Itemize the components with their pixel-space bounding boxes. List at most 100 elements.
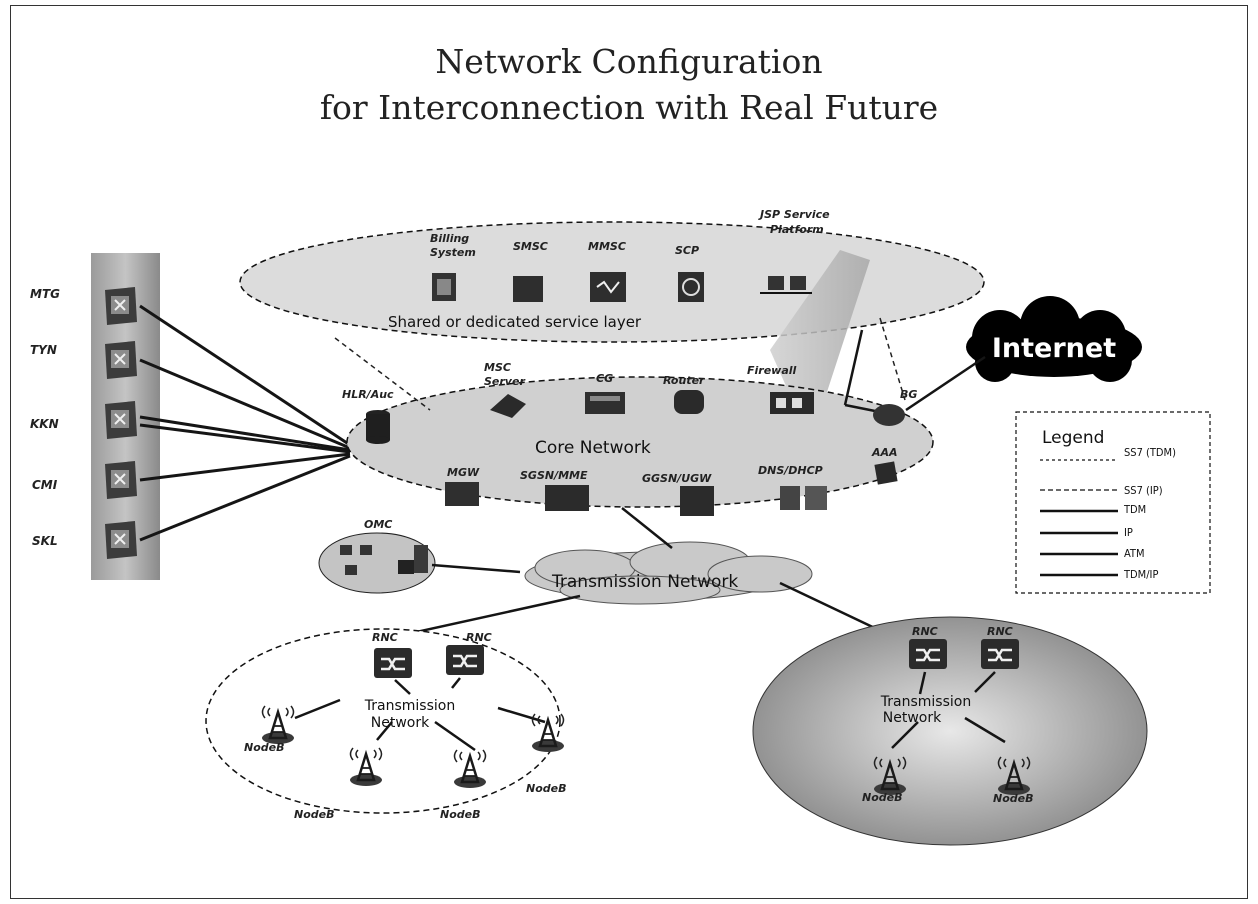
bg-label: BG xyxy=(900,388,917,401)
site-link-tyn xyxy=(139,358,351,450)
legend-lines xyxy=(1040,459,1118,577)
left-rnc-link-2 xyxy=(451,677,461,689)
billing-system-screen xyxy=(437,279,451,295)
hlr-auc-label: HLR/Auc xyxy=(342,388,394,401)
site-links xyxy=(139,304,351,542)
right-access-links xyxy=(891,671,1006,749)
left-transmission-label-2: Network xyxy=(371,715,430,731)
cg-icon xyxy=(585,392,625,414)
service-core-link xyxy=(334,337,431,411)
mgw-icon xyxy=(445,482,479,506)
firewall-label: Firewall xyxy=(747,364,797,377)
right-nodeb-label-1: NodeB xyxy=(862,791,902,804)
right-rnc-link-2 xyxy=(974,671,996,693)
jsp-platform-label: Platform xyxy=(770,223,824,236)
site-link-kkn-2 xyxy=(139,423,351,454)
legend-label-ss7-ip: SS7 (IP) xyxy=(1124,484,1163,497)
firewall-icon-slot-2 xyxy=(792,398,802,408)
msc-label: MSC xyxy=(484,361,511,374)
left-rnc-label-1: RNC xyxy=(372,631,398,644)
omc-computer-2 xyxy=(360,545,372,555)
sgsn-mme-label: SGSN/MME xyxy=(520,469,588,482)
omc-computer-1 xyxy=(340,545,352,555)
site-mtg-icon xyxy=(104,286,138,326)
hlr-auc-icon xyxy=(366,414,390,440)
firewall-icon-slot-1 xyxy=(776,398,786,408)
left-nodeb-link-2 xyxy=(376,721,393,741)
right-rnc-label-1: RNC xyxy=(912,625,938,638)
omc-server xyxy=(414,545,428,573)
dns-dhcp-icon-2 xyxy=(805,486,827,510)
transmission-cloud xyxy=(524,541,813,605)
core-network-label: Core Network xyxy=(535,438,651,458)
legend-label-tdm-ip: TDM/IP xyxy=(1123,568,1158,581)
jsp-server-icon-2 xyxy=(790,276,806,290)
core-transmission-link xyxy=(621,507,673,549)
omc-computer-3 xyxy=(345,565,357,575)
dns-dhcp-label: DNS/DHCP xyxy=(758,464,823,477)
internet-cloud xyxy=(966,296,1142,382)
left-rnc-icon-2 xyxy=(444,643,486,677)
site-label-skl: SKL xyxy=(32,534,58,548)
internet-cloud-lobe-4 xyxy=(1088,338,1132,382)
aaa-label: AAA xyxy=(871,446,898,459)
legend-label-ip: IP xyxy=(1124,526,1133,539)
left-rnc-label-2: RNC xyxy=(466,631,492,644)
left-nodeb-label-1: NodeB xyxy=(244,741,284,754)
right-rnc-icon-1 xyxy=(907,637,949,671)
transmission-network-label: Transmission Network xyxy=(551,572,738,592)
smsc-icon xyxy=(513,276,543,302)
router-label: Router xyxy=(663,374,705,387)
left-nodeb-label-3: NodeB xyxy=(440,808,480,821)
legend-label-tdm: TDM xyxy=(1123,503,1146,516)
right-nodeb-link-1 xyxy=(891,721,919,749)
site-label-tyn: TYN xyxy=(30,343,57,357)
scp-label: SCP xyxy=(675,244,699,257)
internet-cloud-lobe-5 xyxy=(975,342,1015,382)
right-nodeb-label-2: NodeB xyxy=(993,792,1033,805)
left-nodeb-link-3 xyxy=(434,720,476,752)
firewall-bg-link xyxy=(844,403,881,414)
mmsc-label: MMSC xyxy=(588,240,626,253)
site-cmi-icon xyxy=(104,460,138,500)
ggsn-ugw-label: GGSN/UGW xyxy=(642,472,712,485)
right-rnc-icon-2 xyxy=(979,637,1021,671)
diagram-title-line-1: Network Configuration xyxy=(435,42,823,81)
jsp-server-icon xyxy=(768,276,784,290)
left-access-links xyxy=(294,677,546,752)
site-link-cmi xyxy=(139,452,351,482)
system-label: System xyxy=(430,246,476,259)
firewall-uplink xyxy=(843,329,864,406)
right-rnc-label-2: RNC xyxy=(987,625,1013,638)
left-nodeb-label-2: NodeB xyxy=(294,808,334,821)
jsp-service-label: JSP Service xyxy=(758,208,830,221)
internet-label: Internet xyxy=(992,333,1116,364)
billing-label: Billing xyxy=(430,232,469,245)
transmission-cloud-lobe-3 xyxy=(707,555,813,593)
site-link-skl xyxy=(139,454,351,542)
bg-internet-link xyxy=(905,355,986,412)
cg-label: CG xyxy=(596,372,613,385)
right-access-ellipse xyxy=(752,616,1148,846)
omc-label: OMC xyxy=(364,518,392,531)
legend-title: Legend xyxy=(1042,428,1104,448)
service-layer-icons xyxy=(432,272,812,302)
omc-computer-4 xyxy=(398,560,414,574)
server-label: Server xyxy=(484,375,525,388)
right-rnc-link xyxy=(918,671,927,695)
right-nodeb-link-2 xyxy=(964,716,1006,744)
scp-icon-glyph xyxy=(682,278,700,296)
jsp-beam xyxy=(770,250,870,395)
aaa-icon xyxy=(874,461,898,485)
site-kkn-icon xyxy=(104,400,138,440)
mgw-label: MGW xyxy=(447,466,480,479)
legend-label-ss7-tdm: SS7 (TDM) xyxy=(1124,446,1176,459)
left-rnc-icon-1 xyxy=(372,646,414,680)
right-transmission-label-2: Network xyxy=(883,710,942,726)
legend-box xyxy=(1015,411,1211,594)
legend-label-atm: ATM xyxy=(1124,547,1145,560)
scp-icon xyxy=(678,272,704,302)
smsc-label: SMSC xyxy=(513,240,548,253)
mmsc-icon-glyph xyxy=(596,280,620,294)
